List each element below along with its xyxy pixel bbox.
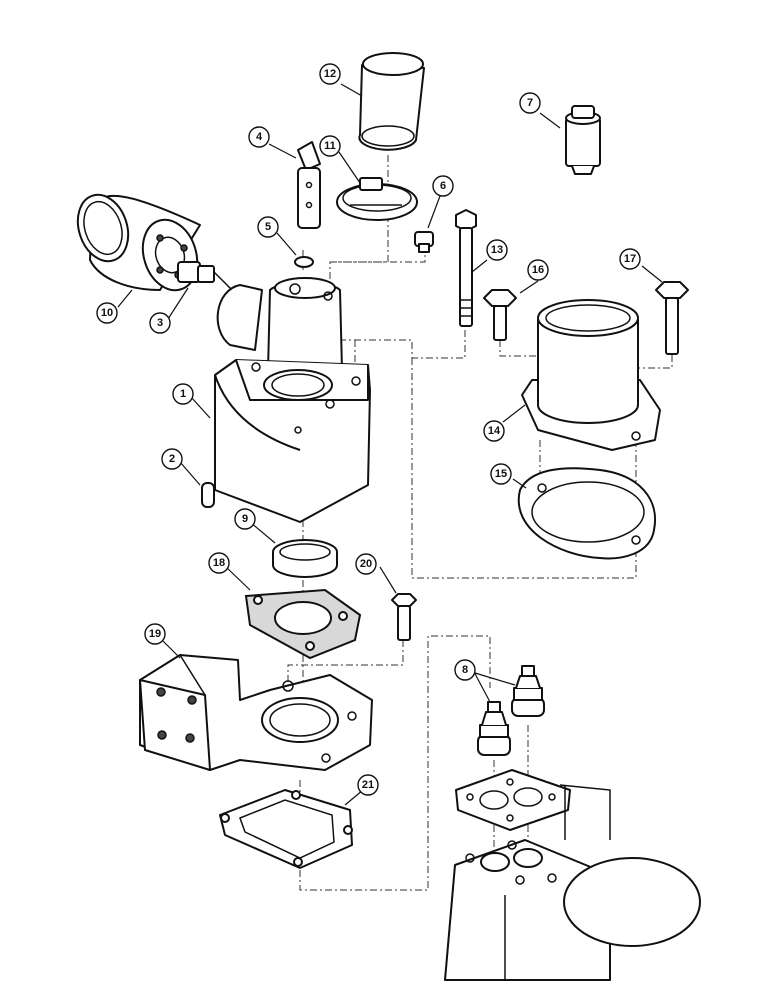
svg-text:3: 3 (157, 317, 163, 329)
callout-8: 8 (454, 659, 476, 681)
callout-14: 14 (483, 420, 505, 442)
seal-ring-9 (272, 539, 338, 578)
adapter-fitting-3 (177, 261, 233, 291)
svg-text:21: 21 (362, 779, 374, 791)
bolt-17 (655, 281, 689, 355)
dowel-pin-2 (201, 482, 215, 508)
oil-filter-10 (76, 193, 201, 292)
callout-13: 13 (486, 239, 508, 261)
callout-17: 17 (619, 248, 641, 270)
callout-9: 9 (234, 508, 256, 530)
o-ring-5 (294, 256, 314, 268)
svg-text:8: 8 (462, 664, 468, 676)
tube-4 (297, 141, 321, 229)
svg-text:1: 1 (180, 388, 186, 400)
svg-text:7: 7 (527, 97, 533, 109)
svg-text:2: 2 (169, 453, 175, 465)
bolt-20 (391, 593, 417, 641)
callout-15: 15 (490, 463, 512, 485)
svg-text:5: 5 (265, 221, 271, 233)
leader-lines (117, 83, 663, 806)
gasket-21 (219, 789, 353, 869)
mounting-bracket-19 (139, 654, 373, 771)
svg-text:6: 6 (440, 180, 446, 192)
callout-18: 18 (208, 552, 230, 574)
tube-adapter-14 (521, 299, 661, 451)
cylinder-head-block (444, 784, 701, 981)
callout-5: 5 (257, 216, 279, 238)
plug-7 (565, 105, 601, 175)
callout-7: 7 (519, 92, 541, 114)
callout-20: 20 (355, 553, 377, 575)
filter-element-12 (358, 52, 425, 151)
bolt-16 (483, 289, 517, 341)
svg-text:11: 11 (324, 140, 336, 152)
gasket-15 (517, 467, 656, 560)
plug-6 (414, 231, 434, 253)
gasket-18 (244, 588, 362, 660)
svg-text:4: 4 (256, 131, 263, 143)
callout-10: 10 (96, 302, 118, 324)
svg-text:18: 18 (213, 557, 225, 569)
hose-clamp-11 (336, 177, 418, 221)
svg-text:20: 20 (360, 558, 372, 570)
callout-3: 3 (149, 312, 171, 334)
callout-4: 4 (248, 126, 270, 148)
callout-1: 1 (172, 383, 194, 405)
long-bolt-13 (455, 209, 477, 327)
svg-text:17: 17 (624, 253, 636, 265)
callout-11: 11 (319, 135, 341, 157)
callout-19: 19 (144, 623, 166, 645)
callout-6: 6 (432, 175, 454, 197)
svg-text:15: 15 (495, 468, 507, 480)
svg-text:10: 10 (101, 307, 113, 319)
svg-text:19: 19 (149, 628, 161, 640)
thermostat-8a (477, 701, 511, 756)
filter-head-housing-1 (214, 277, 371, 523)
svg-text:12: 12 (324, 68, 336, 80)
svg-text:13: 13 (491, 244, 503, 256)
thermostat-gasket (455, 769, 571, 831)
callout-21: 21 (357, 774, 379, 796)
thermostat-8b (511, 665, 545, 717)
callout-2: 2 (161, 448, 183, 470)
svg-text:9: 9 (242, 513, 248, 525)
callout-16: 16 (527, 259, 549, 281)
svg-text:16: 16 (532, 264, 544, 276)
svg-text:14: 14 (488, 425, 501, 437)
callout-12: 12 (319, 63, 341, 85)
